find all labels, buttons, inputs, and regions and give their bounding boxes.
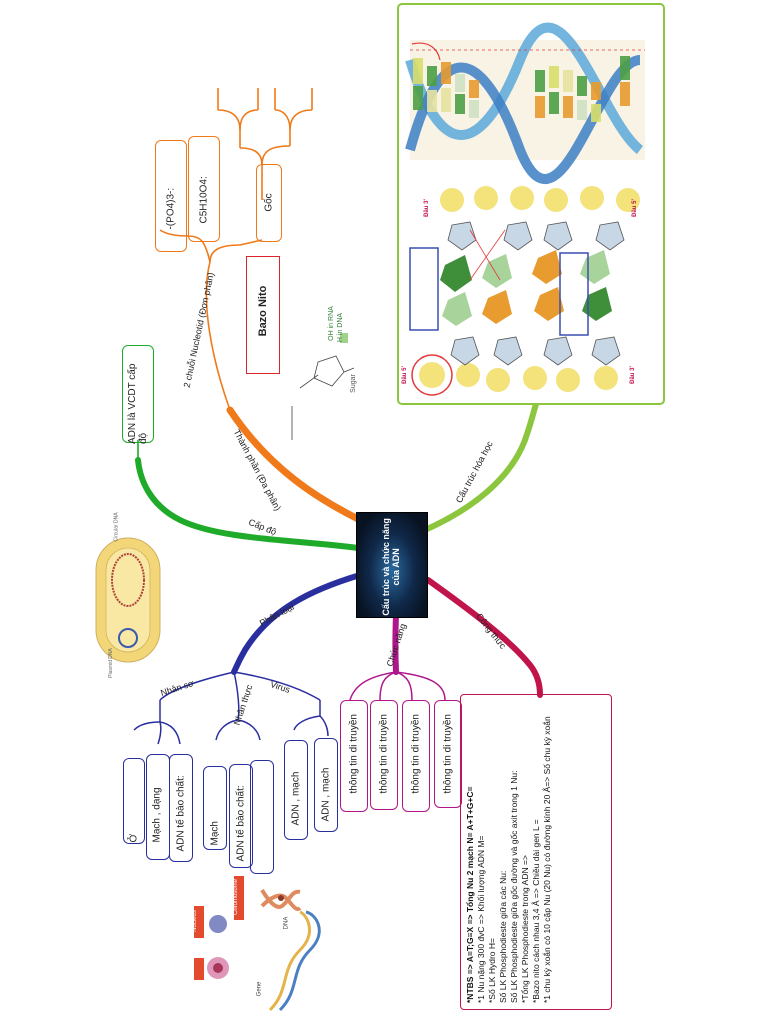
cong-thuc-line-1: *NTBS => A=T;G≡X => Tổng Nu 2 mạch N= A+… <box>465 786 475 1003</box>
plasmid-dna-label: Plasmid DNA <box>107 648 114 678</box>
cong-thuc-line-2: *1 Nu nặng 300 đvC => Khối lượng ADN M= <box>476 835 487 1003</box>
dau5-top-label: Đầu 5' <box>631 199 638 217</box>
cell-tag-label: Cell <box>190 961 197 973</box>
so-box-mach[interactable]: Mạch , dạng <box>146 754 170 860</box>
gene-caption: Gene <box>256 981 263 997</box>
dau3-bottom-label: Đầu 3' <box>629 366 636 384</box>
so-box-o-label: Ở <box>128 833 140 843</box>
thuc-box-tbc[interactable]: ADN tế bào chất: <box>229 764 253 868</box>
so-box-tbc[interactable]: ADN tế bào chất: <box>169 754 193 862</box>
orange-subtree <box>159 88 313 411</box>
center-node[interactable]: Cấu trúc và chức năng của ADN <box>356 512 428 618</box>
nucleotide-chain-illustration <box>409 186 640 396</box>
chuc-nang-label-4: thông tin di truyền <box>442 714 454 794</box>
cong-thuc-line-4: Số LK Phosphodieste giữa các Nu: <box>498 870 509 1003</box>
double-helix-illustration <box>405 22 645 184</box>
chuc-nang-label-1: thông tin di truyền <box>348 714 360 794</box>
virus-box-1-label: ADN , mạch <box>290 771 302 826</box>
bazo-nito-box[interactable]: Bazo Nito <box>246 256 280 374</box>
branch-cong-thuc-line <box>425 577 543 698</box>
blue-subtree <box>133 671 329 745</box>
chuc-nang-box-1[interactable]: thông tin di truyền <box>340 700 368 812</box>
branch-thanh-phan-line <box>226 406 364 524</box>
chromosome-tag-label: Chromosome <box>233 878 240 916</box>
chuc-nang-box-2[interactable]: thông tin di truyền <box>370 700 398 810</box>
cap-do-label: ADN là VCDT cấp độ <box>127 363 149 444</box>
virus-box-2-label: ADN , mạch <box>320 767 332 822</box>
sugar-caption: Sugar <box>349 374 357 393</box>
goc-label: Gốc <box>263 193 275 212</box>
prokaryote-cell-illustration <box>95 537 161 663</box>
chuc-nang-label-2: thông tin di truyền <box>378 714 390 794</box>
cell-to-dna-illustration <box>207 888 321 1012</box>
oh-rna-label: OH in RNA <box>327 306 335 341</box>
cong-thuc-line-6: *Tổng LK Phosphodieste trong ADN => <box>520 855 531 1003</box>
cong-thuc-line-7: *Bazo nito cách nhau 3,4 Å => Chiều dài … <box>531 819 542 1003</box>
cong-thuc-rotated: *NTBS => A=T;G≡X => Tổng Nu 2 mạch N= A+… <box>461 695 611 1009</box>
so-box-o[interactable]: Ở <box>123 758 145 844</box>
chuc-nang-label-3: thông tin di truyền <box>410 714 422 794</box>
branch-cau-truc-line <box>422 401 539 533</box>
bazo-nito-label: Bazo Nito <box>257 285 269 337</box>
cong-thuc-box[interactable]: *NTBS => A=T;G≡X => Tổng Nu 2 mạch N= A+… <box>460 694 612 1010</box>
branch-phan-loai-line <box>231 572 363 675</box>
goc-box[interactable]: Gốc <box>256 164 282 242</box>
chuc-nang-box-3[interactable]: thông tin di truyền <box>402 700 430 812</box>
cell-tag: Cell <box>190 958 204 980</box>
chromosome-tag: Chromosome <box>233 876 244 920</box>
thuc-box-tbc-label: ADN tế bào chất: <box>235 785 247 862</box>
thuc-box-mach[interactable]: Mạch <box>203 766 227 850</box>
branch-cap-do-line <box>135 457 361 551</box>
cap-do-box[interactable]: ADN là VCDT cấp độ <box>122 345 154 444</box>
sugar-box[interactable]: C5H10O4: <box>188 136 220 242</box>
cong-thuc-line-5: Số LK Phosphodieste giữa gốc đường và gố… <box>509 770 520 1003</box>
dau5-bottom-label: Đầu 5' <box>401 366 408 384</box>
h-dna-label: H in DNA <box>337 312 345 343</box>
dna-caption: DNA <box>283 916 290 930</box>
nucleotide-structure-sketch <box>291 333 355 440</box>
nucleus-tag-label: Nucleus <box>191 910 198 932</box>
po4-box[interactable]: -(PO4)3-: <box>155 140 187 252</box>
so-box-mach-label: Mạch , dạng <box>151 787 163 843</box>
thuc-box-3[interactable] <box>250 760 274 874</box>
center-title: Cấu trúc và chức năng của ADN <box>381 518 401 616</box>
nucleus-tag: Nucleus <box>191 906 204 938</box>
chuc-nang-box-4[interactable]: thông tin di truyền <box>434 700 462 808</box>
virus-box-2[interactable]: ADN , mạch <box>314 738 338 832</box>
so-box-tbc-label: ADN tế bào chất: <box>175 775 187 852</box>
po4-label: -(PO4)3-: <box>165 187 177 230</box>
magenta-subtree <box>349 671 446 701</box>
cong-thuc-line-8: *1 chu kỳ xoắn có 10 cặp Nu (20 Nu) có đ… <box>542 716 553 1003</box>
cong-thuc-line-3: *Số LK Hydro H= <box>487 938 498 1003</box>
circular-dna-label: Circular DNA <box>113 512 120 542</box>
thuc-box-mach-label: Mạch <box>209 821 221 846</box>
dau3-top-label: Đầu 3' <box>423 199 430 217</box>
virus-box-1[interactable]: ADN , mạch <box>284 740 308 840</box>
sugar-label: C5H10O4: <box>198 176 210 224</box>
